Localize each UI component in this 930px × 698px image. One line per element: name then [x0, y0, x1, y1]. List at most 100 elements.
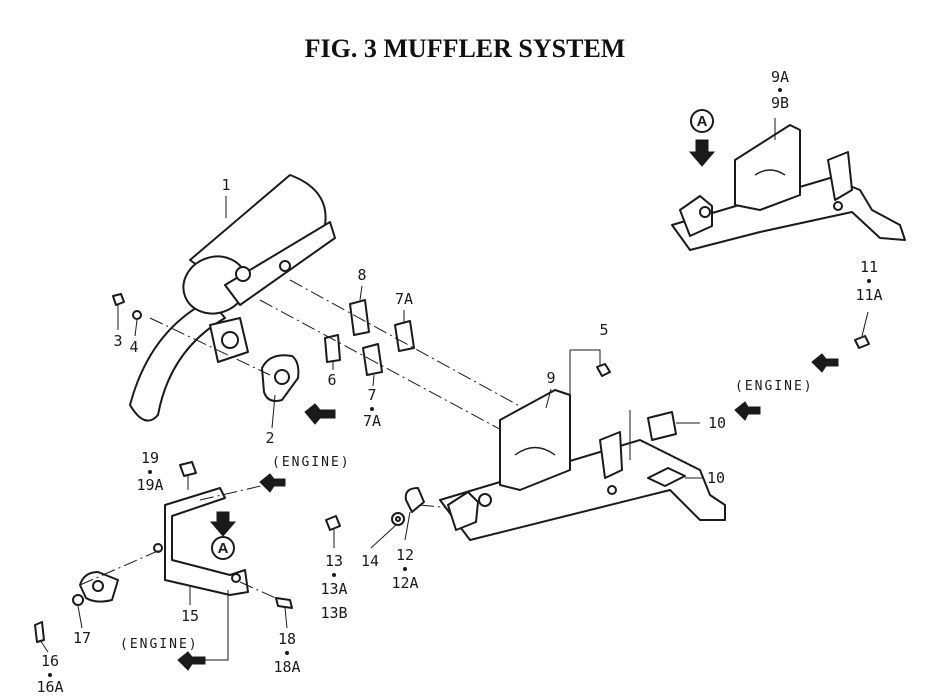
- lower-bracket-part-15: [164, 487, 249, 596]
- engine-arrow-bolt-11: [811, 353, 839, 373]
- washer-part-14-hole: [395, 516, 401, 522]
- clamp-part-12: [404, 487, 425, 513]
- detail-marker-a-lower: [211, 536, 235, 560]
- muffler-assembly: [129, 174, 336, 422]
- detail-bolt-hole: [699, 206, 711, 218]
- callout-4: 4: [129, 338, 138, 356]
- leader-14: [370, 524, 397, 549]
- washer-part-4: [132, 310, 142, 320]
- callout-10-lower: 10: [707, 469, 725, 487]
- engine-label-right: (ENGINE): [735, 379, 814, 394]
- muffler-pipe-stub: [235, 266, 251, 282]
- leader-engine-bottom: [200, 590, 229, 661]
- main-bolt-hole: [478, 493, 492, 507]
- main-bracket-assembly: [439, 389, 726, 541]
- shim-part-7: [362, 343, 383, 376]
- leader-4: [134, 319, 138, 337]
- detail-marker-a-top-label: A: [697, 113, 708, 130]
- muffler-bracket-bolt-hole: [279, 260, 291, 272]
- figure-title: FIG. 3 MUFFLER SYSTEM: [305, 34, 626, 63]
- leader-11: [861, 311, 869, 337]
- main-bracket-plate: [499, 389, 571, 491]
- callout-11: 11: [860, 258, 878, 276]
- detail-marker-a-top: [690, 109, 714, 133]
- engine-label-lower-bracket: (ENGINE): [272, 455, 351, 470]
- callout-13a: 13A: [320, 580, 347, 598]
- callout-dot-18: [285, 651, 289, 655]
- centerline-flange: [79, 549, 161, 586]
- pad-part-10-lower: [647, 467, 686, 487]
- centerline-bolt-18: [239, 581, 281, 601]
- callout-dot-9: [778, 88, 782, 92]
- main-nut: [607, 485, 617, 495]
- main-bracket-clamp: [447, 491, 479, 531]
- callout-3: 3: [113, 332, 122, 350]
- centerline-lower-bracket: [199, 484, 266, 501]
- shim-part-6: [324, 334, 341, 363]
- leader-9: [545, 388, 552, 409]
- callout-dot-11: [867, 279, 871, 283]
- detail-bracket-view: [671, 118, 906, 251]
- detail-nut: [833, 201, 843, 211]
- callout-7a-lower: 7A: [363, 412, 381, 430]
- leader-7: [372, 374, 375, 387]
- lower-bracket-nut: [231, 573, 241, 583]
- shim-part-7a: [394, 320, 415, 352]
- callout-9: 9: [546, 369, 555, 387]
- callout-13b: 13B: [320, 604, 347, 622]
- callout-18: 18: [278, 630, 296, 648]
- detail-plate-cutout: [754, 169, 786, 176]
- callout-7: 7: [367, 386, 376, 404]
- bolt-part-16: [34, 621, 45, 643]
- flange-plate-hole: [92, 580, 104, 592]
- engine-label-bottom: (ENGINE): [120, 637, 199, 652]
- leader-17: [77, 605, 83, 629]
- callout-7a-upper: 7A: [395, 290, 413, 308]
- callout-14: 14: [361, 552, 379, 570]
- centerline-lower: [259, 299, 521, 441]
- bolt-part-5: [596, 363, 611, 377]
- callout-15: 15: [181, 607, 199, 625]
- callout-12a: 12A: [391, 574, 418, 592]
- callout-dot-16: [48, 673, 52, 677]
- detail-bracket-tab: [827, 151, 853, 201]
- bolt-part-19: [179, 461, 197, 477]
- nut-part-3: [112, 293, 125, 306]
- centerline-nut: [149, 317, 271, 376]
- callout-19: 19: [141, 449, 159, 467]
- detail-arrow-lower: [209, 511, 237, 537]
- leader-5: [570, 349, 601, 370]
- callout-18a: 18A: [273, 658, 300, 676]
- callout-17: 17: [73, 629, 91, 647]
- callout-12: 12: [396, 546, 414, 564]
- callout-16a: 16A: [36, 678, 63, 696]
- leader-12: [404, 511, 411, 541]
- shim-part-8: [349, 299, 370, 336]
- callout-19a: 19A: [136, 476, 163, 494]
- leader-18: [284, 607, 288, 629]
- callout-9b: 9B: [771, 94, 789, 112]
- washer-part-17: [72, 594, 84, 606]
- callout-dot-7: [370, 407, 374, 411]
- bolt-part-13: [325, 515, 341, 531]
- gasket-hole: [274, 369, 290, 385]
- callout-6: 6: [327, 371, 336, 389]
- detail-bracket-clamp: [679, 195, 713, 237]
- engine-arrow-bracket: [734, 401, 761, 421]
- engine-arrow-lower-bracket: [259, 473, 286, 493]
- detail-arrow-top: [688, 139, 716, 167]
- callout-dot-19: [148, 470, 152, 474]
- centerline-upper: [289, 279, 546, 421]
- bolt-part-11: [854, 335, 870, 349]
- callout-16: 16: [41, 652, 59, 670]
- callout-dot-12: [403, 567, 407, 571]
- leader-2: [271, 394, 276, 429]
- callout-dot-13: [332, 573, 336, 577]
- detail-bracket-plate: [734, 124, 801, 211]
- callout-5: 5: [599, 321, 608, 339]
- callout-9a: 9A: [771, 68, 789, 86]
- main-plate-cutout: [514, 446, 556, 456]
- leader-16: [39, 639, 49, 653]
- callout-2: 2: [265, 429, 274, 447]
